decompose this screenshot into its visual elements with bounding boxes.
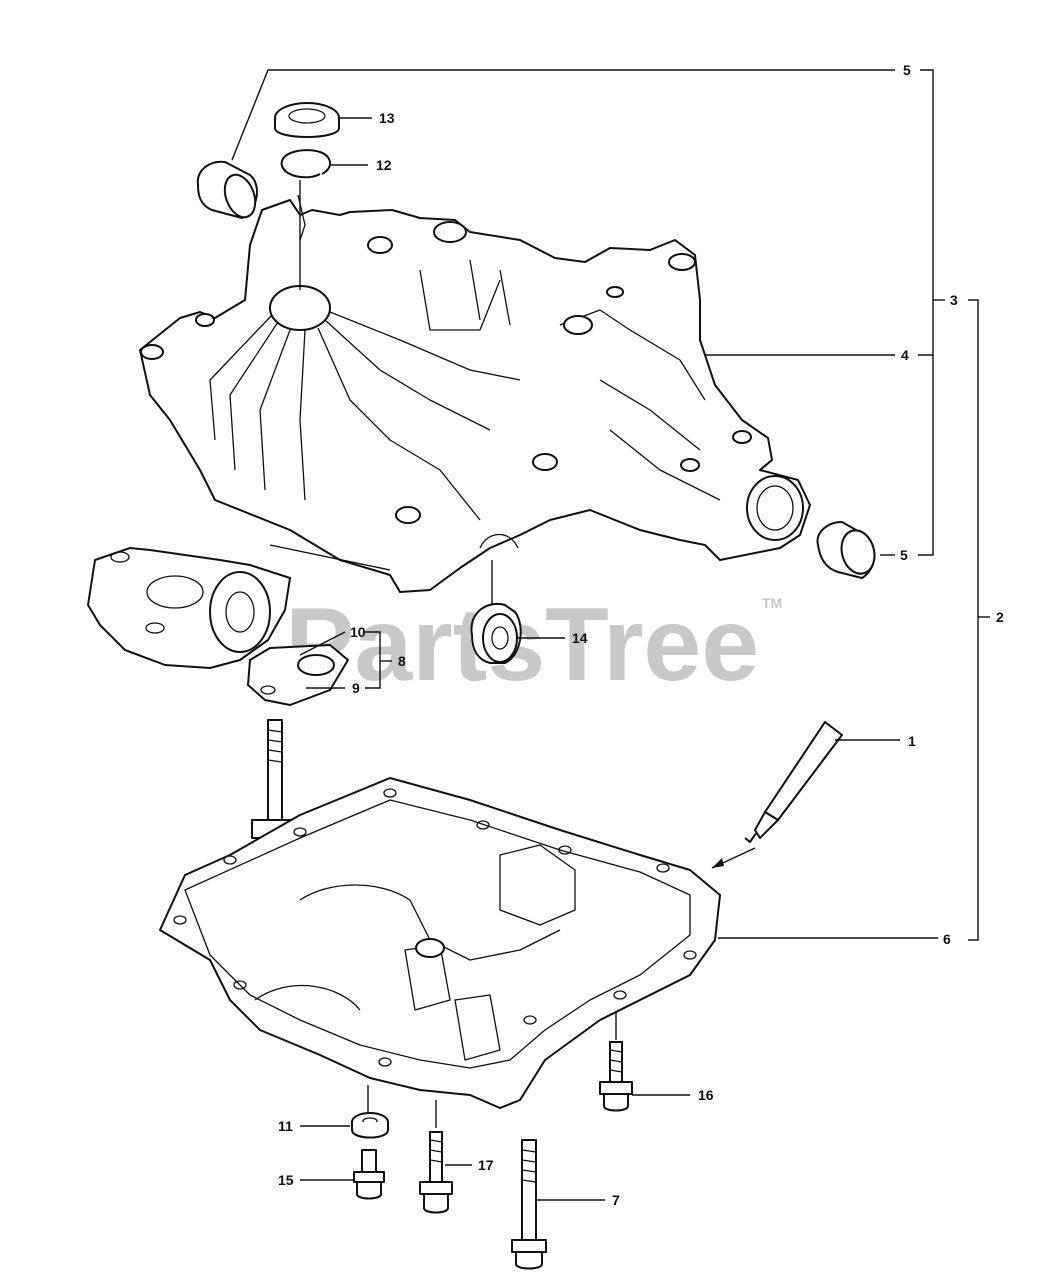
callout-8: 8 [398,653,406,669]
bolt-17 [419,1131,453,1214]
callout-10: 10 [350,624,366,640]
callout-labels: 5 13 12 3 4 5 2 14 10 8 9 1 6 16 11 17 1… [278,62,1004,1208]
upper-housing [139,194,811,593]
callout-4: 4 [901,347,909,363]
callout-9: 9 [352,680,360,696]
callout-3: 3 [950,292,958,308]
bolt-15 [353,1149,385,1200]
bushing-right [816,521,876,579]
lower-housing [159,777,721,1109]
leader-lines [231,69,990,1201]
callout-12: 12 [376,157,392,173]
bolt-16 [599,1041,633,1112]
bushing-top [196,160,258,219]
callout-5-top: 5 [903,62,911,78]
callout-1: 1 [908,733,916,749]
callout-11: 11 [278,1118,293,1134]
callout-16: 16 [698,1087,714,1103]
callout-7: 7 [612,1192,620,1208]
callout-13: 13 [379,110,395,126]
callout-17: 17 [478,1157,494,1173]
callout-6: 6 [943,931,951,947]
watermark-tm: TM [762,595,782,611]
washer-11 [351,1112,389,1139]
retaining-ring-12 [280,149,331,179]
callout-5-right: 5 [900,547,908,563]
watermark-text: PartsTree [285,587,759,703]
callout-2: 2 [996,609,1004,625]
pump-assembly-8 [87,547,349,706]
bearing-14 [470,602,522,664]
sealant-tube-1 [744,721,843,843]
bolt-7 [511,1139,547,1270]
callout-14: 14 [572,630,588,646]
watermark: PartsTree TM [285,587,782,703]
callout-15: 15 [278,1172,294,1188]
bearing-13 [274,102,340,138]
